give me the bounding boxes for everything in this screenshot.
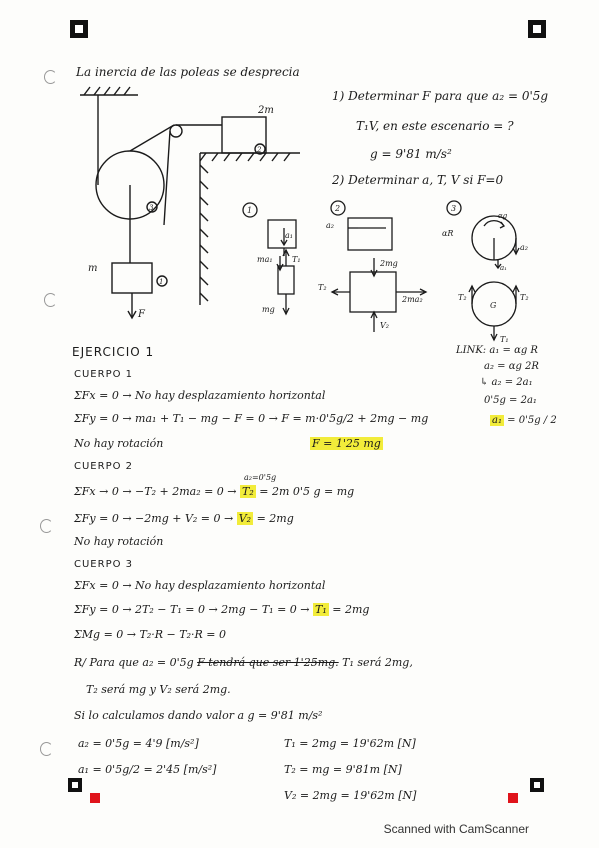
svg-text:T₁: T₁ xyxy=(292,255,301,264)
svg-text:T₂: T₂ xyxy=(520,293,529,302)
calc-intro: Si lo calculamos dando valor a g = 9'81 … xyxy=(74,709,323,722)
svg-text:2mg: 2mg xyxy=(379,259,398,268)
svg-text:mg: mg xyxy=(262,305,275,314)
num-1: 1 xyxy=(159,278,163,286)
highlight-T2: T₂ xyxy=(240,485,256,498)
corner-mark-bottom-right xyxy=(508,778,544,803)
cuerpo-3-line-3: ΣMg = 0 → T₂·R − T₂·R = 0 xyxy=(74,628,226,641)
corner-mark-bottom-left xyxy=(68,778,100,803)
binder-hole xyxy=(44,70,57,84)
cuerpo-2-arrow-note: a₂=0'5g xyxy=(244,473,277,482)
task-1-line-2: T₁V, en este escenario = ? xyxy=(356,119,514,133)
svg-text:T₁: T₁ xyxy=(500,335,509,344)
num-2: 2 xyxy=(256,146,262,154)
struck-out-text: F tendrá que ser 1'25mg. xyxy=(197,656,339,669)
label-2m: 2m xyxy=(257,105,274,116)
value-V2: V₂ = 2mg = 19'62m [N] xyxy=(284,789,417,802)
cuerpo-1-line-1: ΣFx = 0 → No hay desplazamiento horizont… xyxy=(74,389,326,402)
result-line-2: T₂ será mg y V₂ será 2mg. xyxy=(86,683,231,696)
link-line-3: ↳ a₂ = 2a₁ xyxy=(480,377,533,388)
svg-text:1: 1 xyxy=(247,206,252,215)
result-line-1: R/ Para que a₂ = 0'5g F tendrá que ser 1… xyxy=(74,656,413,669)
value-T1: T₁ = 2mg = 19'62m [N] xyxy=(284,737,416,750)
scanner-watermark: Scanned with CamScanner xyxy=(383,822,529,836)
label-m: m xyxy=(88,263,97,274)
svg-text:2: 2 xyxy=(334,204,340,213)
cuerpo-1-line-3: No hay rotación xyxy=(74,437,164,450)
highlight-T1: T₁ xyxy=(313,603,329,616)
svg-text:3: 3 xyxy=(451,204,456,213)
free-body-diagram-3: 3 αg αR a₂ a₁ T₂ T₂ G T₁ xyxy=(442,200,529,344)
link-line-1: LINK: a₁ = αg R xyxy=(456,345,538,356)
cuerpo-2-heading: CUERPO 2 xyxy=(74,461,134,472)
free-body-diagram-1: 1 a₁ ma₁ T₁ mg xyxy=(242,202,301,316)
corner-mark-top-left xyxy=(70,20,88,38)
cuerpo-1-heading: CUERPO 1 xyxy=(74,369,134,380)
value-a1: a₁ = 0'5g/2 = 2'45 [m/s²] xyxy=(78,763,217,776)
value-a2: a₂ = 0'5g = 4'9 [m/s²] xyxy=(78,737,199,750)
free-body-diagram-2: 2 a₂ 2mg T₂ 2ma₂ V₂ xyxy=(318,200,428,332)
link-line-5: a₁ = 0'5g / 2 xyxy=(490,415,557,426)
svg-text:V₂: V₂ xyxy=(380,321,389,330)
link-line-2: a₂ = αg 2R xyxy=(484,361,539,372)
svg-text:a₂: a₂ xyxy=(520,243,528,252)
svg-text:G: G xyxy=(490,301,497,310)
cuerpo-2-line-3: No hay rotación xyxy=(74,535,164,548)
binder-hole xyxy=(44,293,57,307)
exercise-title: EJERCICIO 1 xyxy=(72,345,155,359)
pulley-system-diagram: 2m m F 3 2 1 xyxy=(80,86,300,320)
header-note: La inercia de las poleas se desprecia xyxy=(76,65,300,79)
cuerpo-1-result: F = 1'25 mg xyxy=(310,437,383,450)
cuerpo-2-line-2: ΣFy = 0 → −2mg + V₂ = 0 → V₂ = 2mg xyxy=(74,512,294,525)
svg-text:a₂: a₂ xyxy=(326,221,334,230)
num-3: 3 xyxy=(149,204,154,212)
cuerpo-3-line-1: ΣFx = 0 → No hay desplazamiento horizont… xyxy=(74,579,326,592)
svg-text:ma₁: ma₁ xyxy=(257,255,273,264)
link-line-4: 0'5g = 2a₁ xyxy=(484,395,537,406)
svg-text:αg: αg xyxy=(498,212,508,220)
svg-text:a₁: a₁ xyxy=(285,231,293,240)
svg-text:T₂: T₂ xyxy=(318,283,327,292)
svg-text:2ma₂: 2ma₂ xyxy=(401,295,423,304)
binder-hole xyxy=(40,742,53,756)
svg-text:a₁: a₁ xyxy=(500,264,507,272)
value-T2: T₂ = mg = 9'81m [N] xyxy=(284,763,402,776)
highlight-a1: a₁ xyxy=(490,415,504,426)
cuerpo-2-line-1: ΣFx → 0 → −T₂ + 2ma₂ = 0 → T₂ = 2m 0'5 g… xyxy=(74,485,355,498)
highlight-V2: V₂ xyxy=(236,512,254,525)
svg-text:T₂: T₂ xyxy=(458,293,467,302)
cuerpo-3-line-2: ΣFy = 0 → 2T₂ − T₁ = 0 → 2mg − T₁ = 0 → … xyxy=(74,603,370,616)
task-2: 2) Determinar a, T, V si F=0 xyxy=(332,173,504,187)
cuerpo-1-line-2: ΣFy = 0 → ma₁ + T₁ − mg − F = 0 → F = m·… xyxy=(74,412,429,425)
binder-hole xyxy=(40,519,53,533)
label-F: F xyxy=(137,309,146,320)
corner-mark-top-right xyxy=(528,20,546,38)
task-1-line-1: 1) Determinar F para que a₂ = 0'5g xyxy=(332,89,549,103)
task-1-line-3: g = 9'81 m/s² xyxy=(370,147,452,161)
cuerpo-3-heading: CUERPO 3 xyxy=(74,559,134,570)
svg-text:αR: αR xyxy=(442,229,453,238)
